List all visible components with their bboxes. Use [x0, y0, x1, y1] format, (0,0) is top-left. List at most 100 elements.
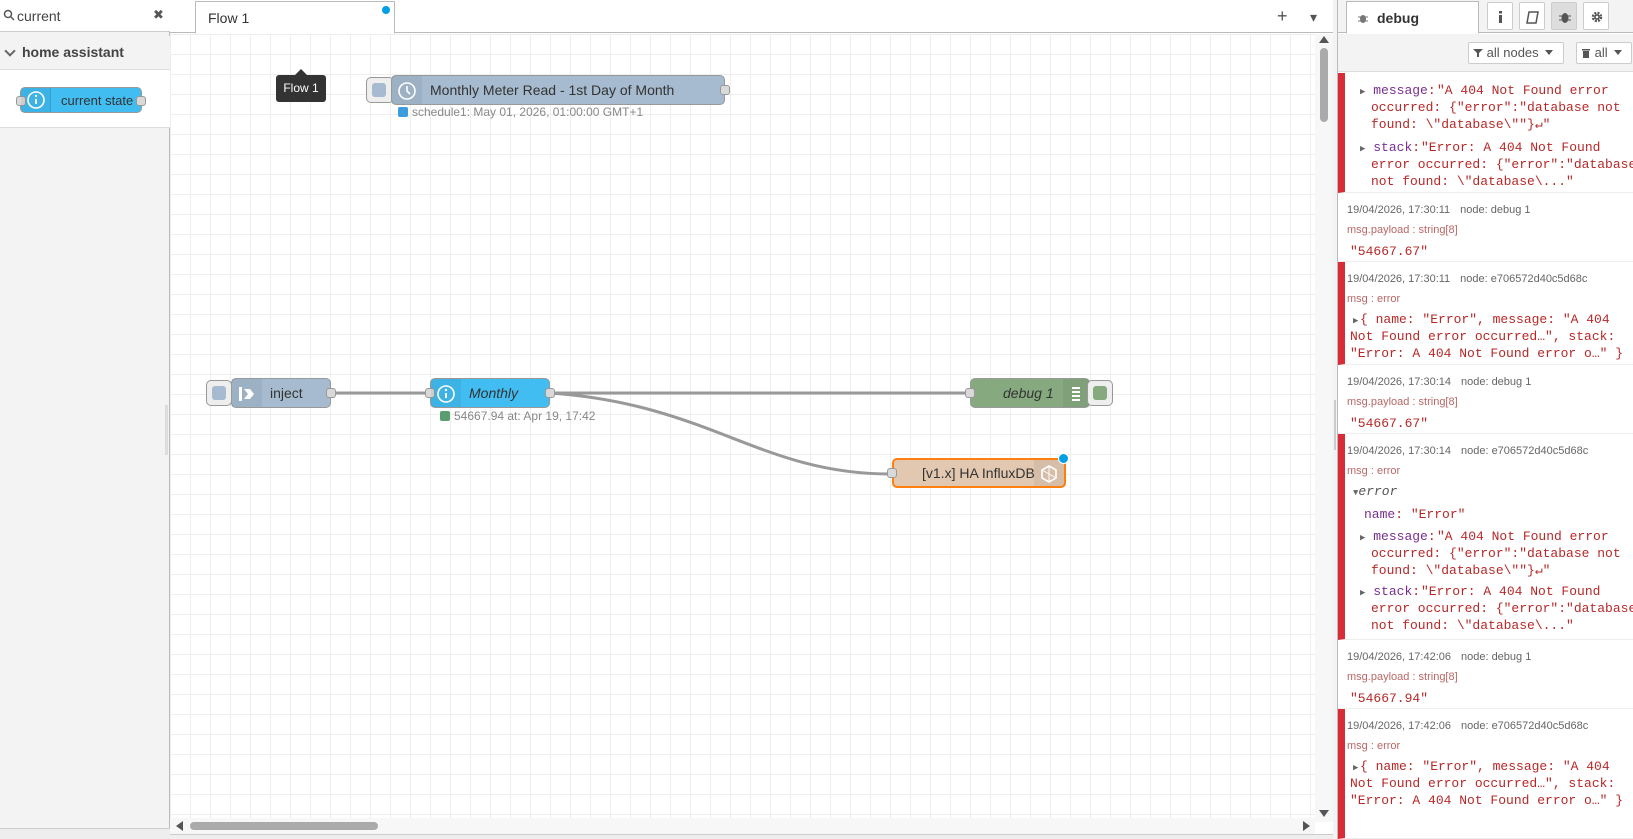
output-port[interactable] [545, 388, 555, 398]
category-header-home-assistant[interactable]: home assistant [0, 36, 170, 70]
info-tab-button[interactable] [1487, 2, 1513, 30]
debug-property[interactable]: ▶ [1353, 311, 1358, 330]
flow-canvas[interactable]: Monthly Meter Read - 1st Day of Month sc… [170, 34, 1315, 822]
config-tab-button[interactable] [1583, 2, 1609, 30]
filter-icon [1473, 49, 1483, 57]
scroll-left-icon[interactable] [176, 821, 183, 831]
node-inject[interactable]: inject [231, 378, 336, 408]
expand-icon[interactable]: ▶ [1353, 763, 1359, 773]
status-indicator [440, 411, 450, 421]
tab-label: Flow 1 [208, 10, 250, 26]
node-monthly-meter-read[interactable]: Monthly Meter Read - 1st Day of Month [391, 75, 730, 105]
debug-property[interactable]: ▶ stack: [1360, 584, 1428, 599]
add-flow-button[interactable]: + [1277, 6, 1288, 26]
clear-search-icon[interactable]: ✖ [153, 7, 164, 22]
trash-icon [1582, 49, 1590, 58]
status-indicator [398, 107, 408, 117]
scroll-down-icon[interactable] [1319, 810, 1329, 817]
inject-button-fill [212, 386, 226, 400]
help-tab-button[interactable] [1519, 2, 1545, 30]
info-icon [21, 88, 51, 112]
splitter-grip[interactable] [1334, 400, 1336, 450]
monthly-status-line: 54667.94 at: Apr 19, 17:42 [440, 409, 595, 423]
scroll-up-icon[interactable] [1319, 36, 1329, 43]
schedule-inject-button[interactable] [366, 77, 394, 103]
book-icon [1526, 11, 1539, 24]
debug-message[interactable]: ▶ message: "A 404 Not Found error occurr… [1338, 73, 1633, 193]
debug-value: "A 404 Not Found error occurred: {"error… [1371, 529, 1621, 578]
input-port[interactable] [425, 388, 435, 398]
tab-debug[interactable]: debug [1346, 1, 1479, 34]
palette-search-input[interactable] [17, 6, 147, 26]
debug-toolbar: all nodes all [1338, 34, 1633, 72]
node-label: [v1.x] HA InfluxDB [922, 465, 1035, 481]
sidebar: debug all nodes all [1337, 0, 1633, 839]
debug-property: name: "Error" [1364, 507, 1466, 522]
inject-button[interactable] [206, 380, 232, 406]
debug-type: msg.payload : string[8] [1347, 224, 1458, 236]
horizontal-scrollbar[interactable] [170, 818, 1315, 834]
debug-object[interactable]: ▼error [1353, 484, 1398, 499]
clear-messages-button[interactable]: all [1576, 42, 1632, 64]
debug-value: "Error: A 404 Not Found error occurred: … [1371, 140, 1633, 189]
debug-type: msg.payload : string[8] [1347, 396, 1458, 408]
expand-icon[interactable]: ▶ [1360, 588, 1366, 598]
wire-monthly-influx [549, 391, 891, 476]
debug-value: "54667.94" [1350, 691, 1429, 706]
input-port[interactable] [887, 468, 897, 478]
influx-icon [1034, 460, 1064, 486]
expand-icon[interactable]: ▶ [1360, 87, 1366, 97]
palette-footer [0, 828, 170, 839]
expand-icon[interactable]: ▶ [1360, 144, 1366, 154]
scroll-thumb[interactable] [1320, 48, 1328, 122]
palette: ✖ home assistant current state [0, 0, 170, 839]
debug-property[interactable]: ▶ message: [1360, 83, 1444, 98]
node-label: debug 1 [1003, 385, 1054, 401]
node-ha-influxdb[interactable]: [v1.x] HA InfluxDB [887, 453, 1069, 488]
node-debug-1[interactable]: debug 1 [965, 378, 1090, 408]
filter-nodes-button[interactable]: all nodes [1468, 42, 1564, 64]
vertical-scrollbar[interactable] [1315, 34, 1333, 822]
collapse-icon[interactable]: ▼ [1353, 488, 1359, 498]
debug-tab-button[interactable] [1551, 2, 1577, 30]
palette-node-output-port [136, 96, 146, 106]
debug-value: { name: "Error", message: "A 404 Not Fou… [1350, 759, 1624, 808]
debug-value: { name: "Error", message: "A 404 Not Fou… [1350, 312, 1624, 361]
debug-message-list[interactable]: ▶ message: "A 404 Not Found error occurr… [1338, 73, 1633, 839]
scroll-right-icon[interactable] [1303, 821, 1310, 831]
node-label: Monthly [469, 385, 519, 401]
palette-node-current-state[interactable]: current state [16, 87, 146, 113]
output-port[interactable] [720, 85, 730, 95]
sidebar-splitter[interactable] [1333, 0, 1337, 839]
status-text: 54667.94 at: Apr 19, 17:42 [454, 409, 596, 423]
clear-label: all [1594, 45, 1608, 60]
node-monthly[interactable]: Monthly [425, 378, 555, 408]
debug-value: "54667.67" [1350, 244, 1429, 259]
palette-splitter[interactable] [165, 405, 168, 455]
debug-property[interactable]: ▶ [1353, 758, 1358, 777]
debug-type: msg : error [1347, 465, 1401, 477]
expand-icon[interactable]: ▶ [1353, 316, 1359, 326]
debug-type: msg : error [1347, 740, 1401, 752]
tab-flow-1[interactable]: Flow 1 [195, 1, 395, 34]
debug-property[interactable]: ▶ stack: [1360, 140, 1428, 155]
flow-menu-button[interactable]: ▾ [1310, 9, 1318, 25]
debug-toggle-button[interactable] [1087, 380, 1113, 406]
expand-icon[interactable]: ▶ [1360, 533, 1366, 543]
input-port[interactable] [965, 388, 975, 398]
changed-indicator [381, 5, 391, 15]
debug-value: "54667.67" [1350, 416, 1429, 431]
debug-property[interactable]: ▶ message: [1360, 529, 1444, 544]
tab-tooltip: Flow 1 [276, 69, 326, 102]
output-port[interactable] [326, 388, 336, 398]
scroll-thumb[interactable] [190, 822, 378, 830]
